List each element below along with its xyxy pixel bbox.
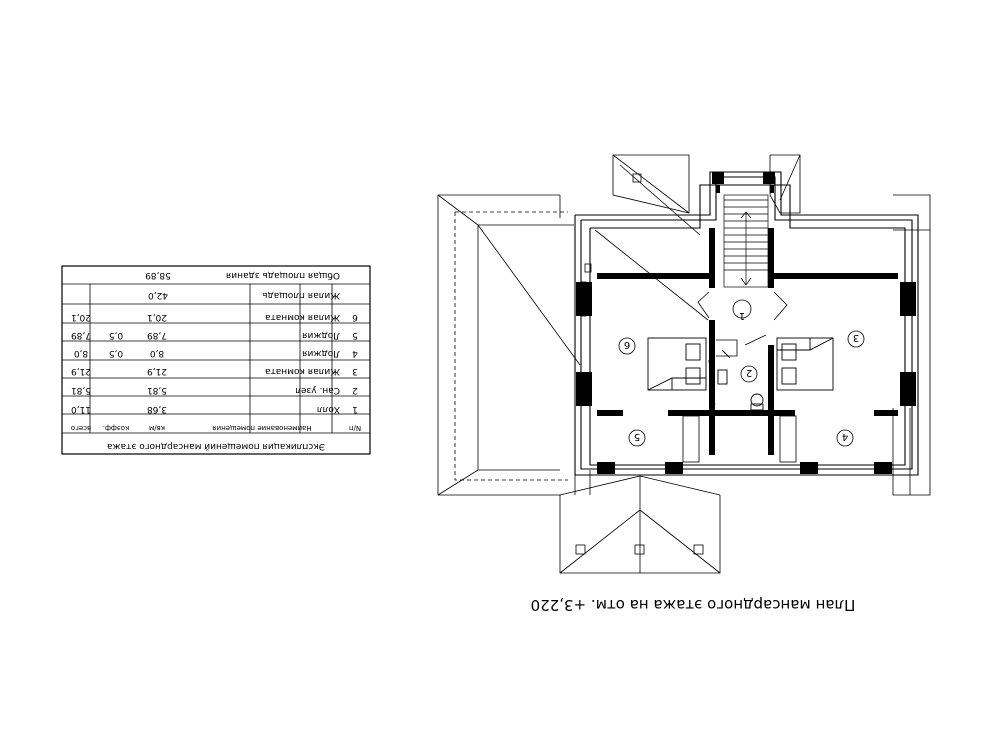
bed-left: [647, 337, 707, 391]
total-area-label: Общая площадь здания: [226, 270, 340, 280]
header-area: кв/м: [149, 424, 165, 432]
row-name: Лоджия: [302, 348, 340, 358]
bed-right: [776, 337, 834, 391]
header-total: всего: [71, 424, 91, 432]
header-number: N/п: [349, 424, 361, 432]
row-area: 21,9: [147, 366, 167, 376]
row-total: 21,9: [71, 366, 91, 376]
row-name: Лоджия: [302, 330, 340, 340]
windows: [580, 263, 592, 317]
row-total: 8,0: [74, 348, 89, 358]
row-coef: 0,5: [109, 348, 123, 358]
room-marker-6: 6: [624, 339, 630, 350]
living-area-label: Жилая площадь: [262, 290, 340, 300]
loggia-partitions: [682, 415, 797, 463]
room-marker-2: 2: [746, 367, 752, 378]
explication-title: Экспликация помещений мансардного этажа: [107, 441, 325, 451]
row-name: Жилая комната: [265, 366, 340, 376]
door-swings: [697, 291, 788, 357]
explication-table: [61, 265, 371, 455]
row-number: 4: [352, 348, 358, 358]
room-markers: [618, 299, 865, 447]
row-area: 7,89: [147, 330, 167, 340]
row-total: 20,1: [71, 312, 91, 322]
row-area: 8,0: [150, 348, 165, 358]
row-name: Холл: [317, 404, 340, 414]
row-area: 5,81: [147, 385, 167, 395]
room-marker-4: 4: [842, 431, 848, 442]
row-total: 7,89: [71, 330, 91, 340]
room-marker-5: 5: [634, 431, 640, 442]
plan-title: План мансардного этажа на отм. +3,220: [531, 596, 856, 614]
row-total: 11,0: [71, 404, 91, 414]
header-coef: коэфф.: [103, 424, 130, 432]
header-name: Наименование помещения: [212, 424, 311, 432]
explication-table-text: Экспликация помещений мансардного этажа …: [71, 270, 361, 451]
bathroom-fixtures: [708, 349, 764, 411]
table-row: 1 Холл 3,68 11,0: [71, 404, 358, 414]
row-name: Жилая комната: [265, 312, 340, 322]
row-number: 2: [352, 385, 358, 395]
exterior-walls: [574, 171, 919, 476]
total-area-value: 58,89: [145, 270, 171, 280]
staircase: [723, 194, 769, 288]
explication-header-row: N/п Наименование помещения кв/м коэфф. в…: [71, 424, 361, 432]
table-row: 3 Жилая комната 21,9 21,9: [71, 366, 358, 376]
table-row: 4 Лоджия 8,0 0,5 8,0: [74, 348, 358, 358]
living-area-value: 42,0: [148, 290, 168, 300]
roof-lines: [437, 154, 931, 574]
room-marker-labels: 1 2 3 4 5 6: [624, 310, 859, 442]
row-name: Сан. узел: [295, 385, 340, 395]
row-number: 6: [352, 312, 358, 322]
row-number: 1: [352, 404, 358, 414]
row-coef: 0,5: [109, 330, 123, 340]
room-marker-1: 1: [739, 310, 745, 321]
structural-walls: [576, 172, 916, 474]
row-total: 5,81: [71, 385, 91, 395]
row-number: 3: [352, 366, 358, 376]
table-row: 5 Лоджия 7,89 0,5 7,89: [71, 330, 358, 340]
room-marker-3: 3: [853, 332, 859, 343]
table-row: 6 Жилая комната 20,1 20,1: [71, 312, 358, 322]
table-row: 2 Сан. узел 5,81 5,81: [71, 385, 358, 395]
row-number: 5: [352, 330, 358, 340]
row-area: 20,1: [147, 312, 167, 322]
row-area: 3,68: [147, 404, 167, 414]
floor-plan: [437, 154, 931, 574]
